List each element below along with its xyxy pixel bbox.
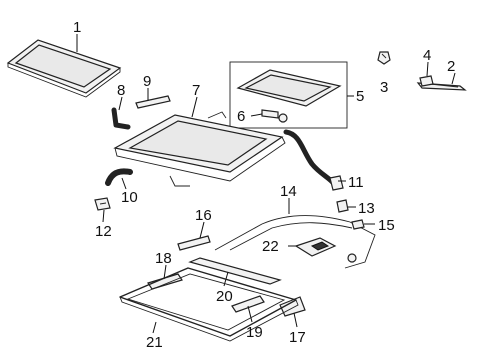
leader-10 xyxy=(121,177,127,190)
callout-18: 18 xyxy=(155,250,172,267)
part-9-strip xyxy=(135,95,171,109)
part-16-guide xyxy=(177,235,211,251)
callout-5: 5 xyxy=(356,88,364,105)
callout-7: 7 xyxy=(192,82,200,99)
leader-8 xyxy=(118,96,123,111)
callout-19: 19 xyxy=(246,324,263,341)
callout-22: 22 xyxy=(262,238,279,255)
part-3-clip xyxy=(377,51,391,65)
leader-7 xyxy=(191,96,198,118)
part-7-frame xyxy=(113,111,286,187)
leader-6 xyxy=(250,113,263,117)
part-5-sunshade xyxy=(236,69,342,107)
callout-4: 4 xyxy=(423,47,431,64)
callout-16: 16 xyxy=(195,207,212,224)
callout-3: 3 xyxy=(380,79,388,96)
part-20-rail xyxy=(188,257,282,285)
callout-20: 20 xyxy=(216,288,233,305)
part-21-lower-frame xyxy=(119,267,299,342)
leader-16 xyxy=(199,221,205,239)
leader-21 xyxy=(152,321,157,334)
leader-12 xyxy=(102,209,105,223)
part-6-screw xyxy=(261,109,288,123)
part-10-hose xyxy=(105,168,133,186)
part-8-hose xyxy=(111,107,131,130)
part-4-bracket xyxy=(419,75,434,87)
part-12-valve xyxy=(94,197,111,211)
part-5-box xyxy=(229,61,348,129)
callout-10: 10 xyxy=(121,189,138,206)
part-19-guide xyxy=(231,295,265,313)
callout-2: 2 xyxy=(447,58,455,75)
callout-21: 21 xyxy=(146,334,163,351)
callout-12: 12 xyxy=(95,223,112,240)
leader-2 xyxy=(451,72,456,85)
part-1-glass-panel xyxy=(6,39,122,98)
part-13-connector xyxy=(336,199,349,213)
leader-19 xyxy=(247,305,253,323)
part-15-clip xyxy=(351,219,365,230)
callout-6: 6 xyxy=(237,108,245,125)
callout-11: 11 xyxy=(348,174,364,191)
part-22-motor xyxy=(294,237,357,263)
callout-8: 8 xyxy=(117,82,125,99)
part-18-shoe xyxy=(147,273,183,290)
callout-13: 13 xyxy=(358,200,375,217)
callout-9: 9 xyxy=(143,73,151,90)
callout-15: 15 xyxy=(378,217,395,234)
callout-17: 17 xyxy=(289,329,306,346)
part-11-tube xyxy=(283,129,344,191)
leader-17 xyxy=(293,312,298,328)
callout-labels: 1 2 3 4 5 6 7 8 9 10 11 12 13 14 15 16 1… xyxy=(73,19,455,351)
callout-14: 14 xyxy=(280,183,297,200)
leader-4 xyxy=(426,61,429,77)
leader-18 xyxy=(163,264,167,280)
callout-1: 1 xyxy=(73,19,81,36)
